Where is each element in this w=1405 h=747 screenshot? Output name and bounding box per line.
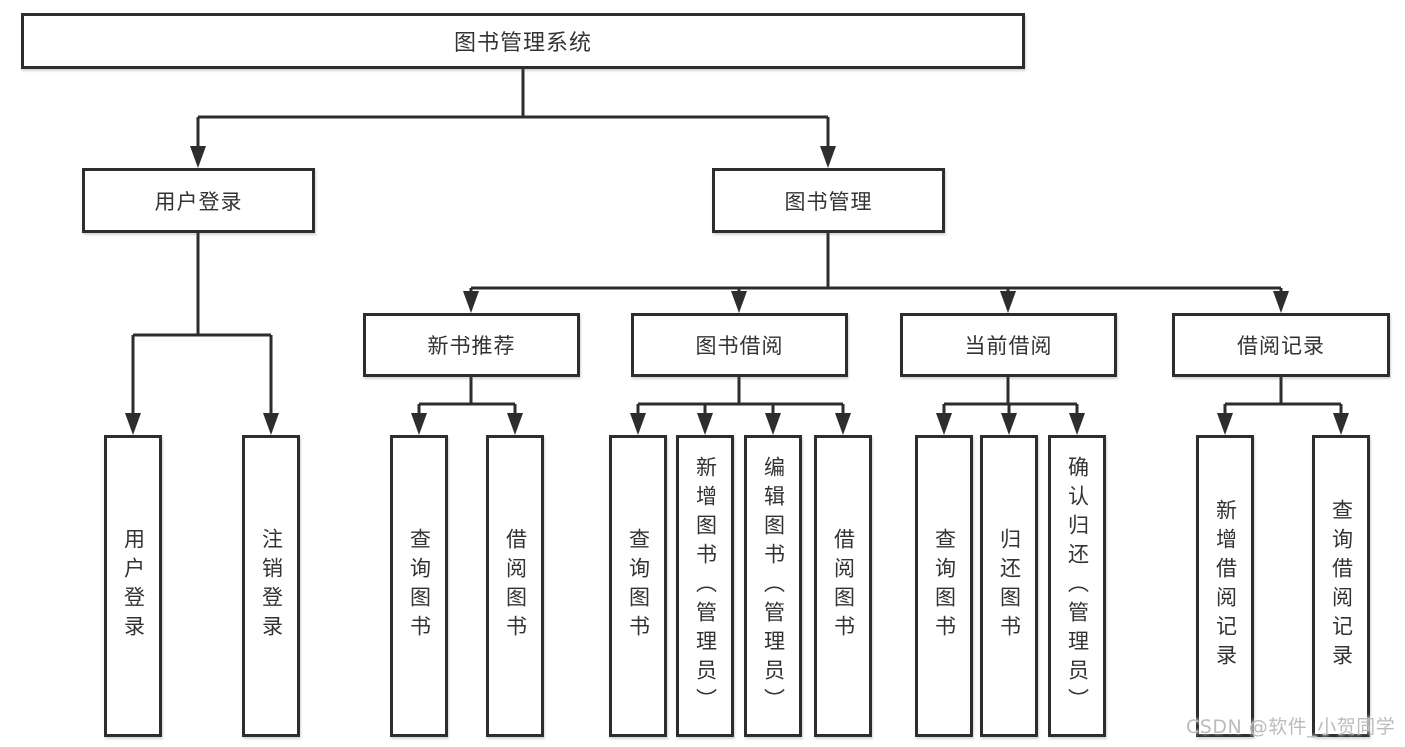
- leaf-edit-book-admin: 编辑图书（管理员）: [744, 435, 802, 737]
- leaf-label: 查询图书: [932, 528, 957, 644]
- watermark: CSDN @软件_小贺同学: [1186, 716, 1396, 738]
- connector-new-book-recommend: [417, 377, 517, 413]
- node-current-borrow: 当前借阅: [900, 313, 1117, 377]
- node-book-borrow: 图书借阅: [631, 313, 848, 377]
- arrowhead-icon: [463, 291, 479, 313]
- leaf-query-books: 查询图书: [390, 435, 448, 737]
- leaf-label: 查询图书: [407, 528, 432, 644]
- connector-current-borrow: [942, 377, 1079, 413]
- arrowhead-icon: [411, 413, 427, 435]
- arrowhead-icon: [835, 413, 851, 435]
- arrowhead-icon: [125, 413, 141, 435]
- leaf-label: 新增图书（管理员）: [693, 455, 718, 717]
- arrowhead-icon: [507, 413, 523, 435]
- arrowhead-icon: [765, 413, 781, 435]
- arrowhead-icon: [1333, 413, 1349, 435]
- leaf-label: 归还图书: [997, 528, 1022, 644]
- leaf-confirm-return-admin: 确认归还（管理员）: [1048, 435, 1106, 737]
- connector-borrow-records: [1223, 377, 1343, 413]
- node-book-management: 图书管理: [712, 168, 945, 233]
- connector-root: [196, 69, 830, 146]
- leaf-borrow-books: 借阅图书: [486, 435, 544, 737]
- leaf-label: 借阅图书: [831, 528, 856, 644]
- leaf-label: 查询图书: [626, 528, 651, 644]
- leaf-query-books: 查询图书: [915, 435, 973, 737]
- leaf-query-borrow-record: 查询借阅记录: [1312, 435, 1370, 737]
- node-label: 图书借阅: [695, 334, 784, 358]
- leaf-add-book-admin: 新增图书（管理员）: [676, 435, 734, 737]
- node-borrow-records: 借阅记录: [1172, 313, 1390, 377]
- leaf-label: 查询借阅记录: [1329, 499, 1354, 673]
- arrowhead-icon: [1217, 413, 1233, 435]
- leaf-label: 新增借阅记录: [1213, 499, 1238, 673]
- leaf-label: 确认归还（管理员）: [1065, 455, 1090, 717]
- leaf-label: 借阅图书: [503, 528, 528, 644]
- node-library-management-system: 图书管理系统: [21, 13, 1025, 69]
- leaf-add-borrow-record: 新增借阅记录: [1196, 435, 1254, 737]
- leaf-logout: 注销登录: [242, 435, 300, 737]
- node-new-book-recommend: 新书推荐: [363, 313, 580, 377]
- arrowhead-icon: [1001, 413, 1017, 435]
- arrowhead-icon: [731, 291, 747, 313]
- node-label: 用户登录: [154, 189, 243, 214]
- node-label: 图书管理: [784, 189, 873, 214]
- connector-book-borrow: [636, 377, 845, 413]
- connector-user-login: [131, 233, 273, 413]
- leaf-label: 编辑图书（管理员）: [761, 455, 786, 717]
- arrowhead-icon: [1000, 291, 1016, 313]
- node-label: 当前借阅: [964, 334, 1053, 358]
- arrowhead-icon: [263, 413, 279, 435]
- arrowhead-icon: [1273, 291, 1289, 313]
- arrowhead-icon: [190, 146, 206, 168]
- node-label: 新书推荐: [427, 334, 516, 358]
- arrowhead-icon: [936, 413, 952, 435]
- arrowhead-icon: [697, 413, 713, 435]
- node-label: 借阅记录: [1237, 334, 1325, 358]
- leaf-user-login: 用户登录: [104, 435, 162, 737]
- leaf-query-books: 查询图书: [609, 435, 667, 737]
- leaf-label: 注销登录: [259, 528, 284, 644]
- node-label: 图书管理系统: [453, 31, 592, 56]
- arrowhead-icon: [820, 146, 836, 168]
- leaf-return-book: 归还图书: [980, 435, 1038, 737]
- arrowhead-icon: [630, 413, 646, 435]
- leaf-label: 用户登录: [121, 528, 146, 644]
- leaf-borrow-books: 借阅图书: [814, 435, 872, 737]
- node-user-login: 用户登录: [82, 168, 315, 233]
- arrowhead-icon: [1069, 413, 1085, 435]
- connector-book-management: [469, 233, 1283, 292]
